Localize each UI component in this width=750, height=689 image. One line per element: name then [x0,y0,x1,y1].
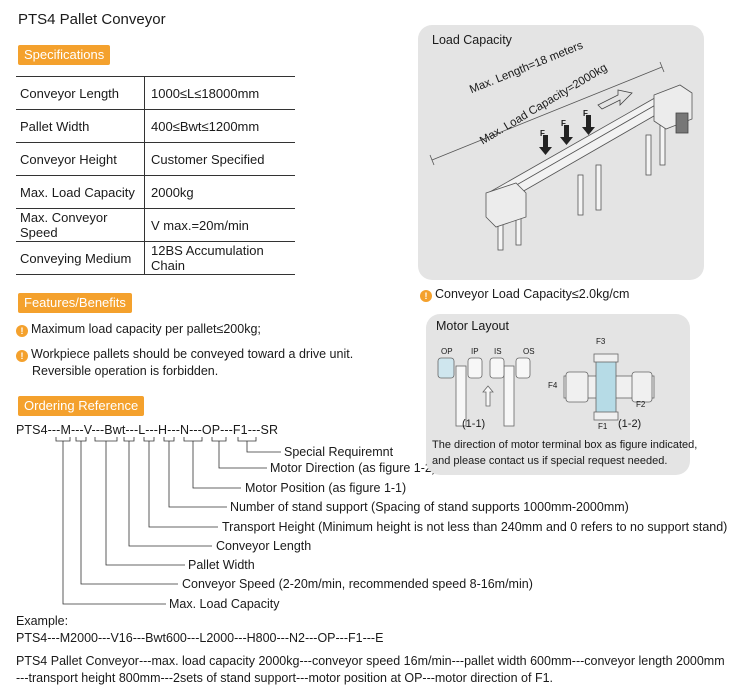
load-capacity-title: Load Capacity [432,33,512,47]
figure-1-2: (1-2) [618,418,642,430]
feature-item: !Maximum load capacity per pallet≤200kg; [16,321,261,338]
motor-layout-panel: Motor Layout OP IP IS OS (1-1) (1-2) F3 … [426,314,697,475]
ordering-label-h: Transport Height (Minimum height is not … [222,520,728,534]
feature-text: Reversible operation is forbidden. [32,364,219,378]
ordering-label-f1: Motor Direction (as figure 1-2) [270,461,437,475]
feature-item: !Workpiece pallets should be conveyed to… [16,346,353,363]
example-heading: Example: [16,614,69,628]
figure-1-1: (1-1) [462,418,486,430]
ordering-label-n: Number of stand support (Spacing of stan… [230,500,629,514]
exclamation-icon: ! [420,290,432,302]
direction-f2: F2 [636,400,646,409]
ordering-heading: Ordering Reference [18,396,145,416]
specifications-heading: Specifications [18,45,111,65]
force-label: F [540,129,545,138]
spec-value: V max.=20m/min [144,208,295,242]
spec-label: Conveying Medium [16,241,145,275]
direction-f1: F1 [598,422,608,431]
motor-note-line1: The direction of motor terminal box as f… [432,439,698,451]
exclamation-icon: ! [16,350,28,362]
ordering-label-v: Conveyor Speed (2-20m/min, recommended s… [182,577,533,591]
spec-label: Max. Conveyor Speed [16,208,145,242]
spec-label: Pallet Width [16,109,145,143]
spec-value: Customer Specified [144,142,295,176]
ordering-label-bwt: Pallet Width [188,558,255,572]
position-ip: IP [471,347,479,356]
page-title: PTS4 Pallet Conveyor [18,11,166,28]
spec-value: 400≤Bwt≤1200mm [144,109,295,143]
motor-layout-title: Motor Layout [436,319,509,333]
direction-f4: F4 [548,381,558,390]
force-label: F [583,109,588,118]
motor-note-line2: and please contact us if special request… [432,455,668,467]
features-heading: Features/Benefits [18,293,132,313]
force-label: F [561,119,566,128]
load-capacity-note-text: Conveyor Load Capacity≤2.0kg/cm [435,287,630,301]
spec-value: 2000kg [144,175,295,209]
example-code: PTS4---M2000---V16---Bwt600---L2000---H8… [16,631,384,645]
spec-label: Conveyor Height [16,142,145,176]
ordering-label-m: Max. Load Capacity [169,597,280,611]
spec-value: 12BS Accumulation Chain [144,241,295,275]
conveyor-drawing [429,61,693,251]
position-os: OS [523,347,535,356]
position-is: IS [494,347,502,356]
ordering-code: PTS4---M---V---Bwt---L---H---N---OP---F1… [16,423,279,437]
motor-layout-drawing [437,353,655,427]
direction-f3: F3 [596,337,606,346]
position-op: OP [441,347,453,356]
example-description: ---transport height 800mm---2sets of sta… [16,671,553,685]
exclamation-icon: ! [16,325,28,337]
load-capacity-note: !Conveyor Load Capacity≤2.0kg/cm [420,286,629,303]
feature-text: Workpiece pallets should be conveyed tow… [31,347,354,361]
example-description: PTS4 Pallet Conveyor---max. load capacit… [16,654,725,668]
load-capacity-panel: Load Capacity [418,25,704,280]
feature-text: Maximum load capacity per pallet≤200kg; [31,322,261,336]
spec-label: Conveyor Length [16,76,145,110]
ordering-label-sr: Special Requiremnt [284,445,394,459]
ordering-label-l: Conveyor Length [216,539,312,553]
ordering-label-op: Motor Position (as figure 1-1) [245,481,407,495]
